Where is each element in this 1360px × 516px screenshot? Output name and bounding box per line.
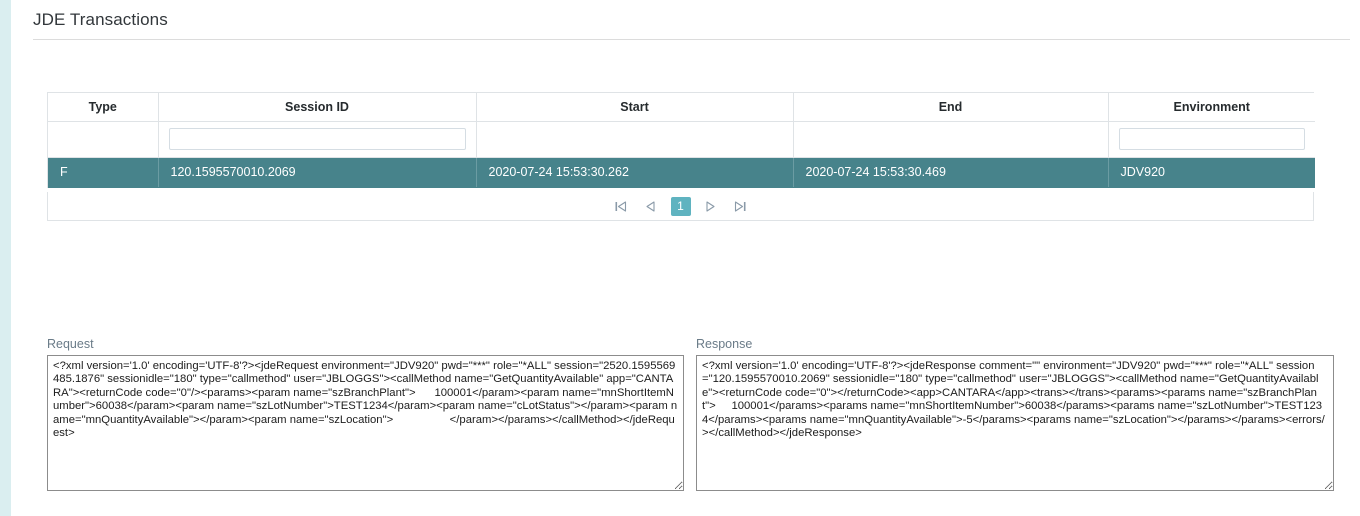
response-xml-textarea[interactable]: <?xml version='1.0' encoding='UTF-8'?><j… <box>696 355 1334 491</box>
jde-transactions-grid: Type Session ID Start End Environment <box>47 92 1315 188</box>
column-header-session-id[interactable]: Session ID <box>158 93 477 122</box>
grid-header-row: Type Session ID Start End Environment <box>48 93 1315 122</box>
previous-page-icon[interactable] <box>641 197 661 216</box>
column-header-type[interactable]: Type <box>48 93 159 122</box>
filter-cell-session-id <box>158 121 477 158</box>
response-label: Response <box>696 337 753 351</box>
grid-filter-row <box>48 121 1315 158</box>
filter-cell-start <box>476 121 794 158</box>
page-title: JDE Transactions <box>33 10 168 29</box>
cell-type[interactable]: F <box>48 157 159 188</box>
column-header-start[interactable]: Start <box>476 93 794 122</box>
last-page-icon[interactable] <box>731 197 751 216</box>
cell-environment[interactable]: JDV920 <box>1108 157 1315 188</box>
filter-cell-type <box>48 121 159 158</box>
request-xml-textarea[interactable]: <?xml version='1.0' encoding='UTF-8'?><j… <box>47 355 684 491</box>
grid-pager: 1 <box>47 192 1314 221</box>
page-container: JDE Transactions Type Session ID Start E… <box>11 0 1360 516</box>
column-header-end[interactable]: End <box>793 93 1109 122</box>
left-accent-strip <box>0 0 11 516</box>
cell-start[interactable]: 2020-07-24 15:53:30.262 <box>476 157 794 188</box>
table-row[interactable]: F 120.1595570010.2069 2020-07-24 15:53:3… <box>48 157 1315 188</box>
next-page-icon[interactable] <box>701 197 721 216</box>
filter-cell-environment <box>1108 121 1315 158</box>
cell-end[interactable]: 2020-07-24 15:53:30.469 <box>793 157 1109 188</box>
filter-input-session-id[interactable] <box>168 128 466 150</box>
filter-cell-end <box>793 121 1109 158</box>
first-page-icon[interactable] <box>611 197 631 216</box>
cell-session-id[interactable]: 120.1595570010.2069 <box>158 157 477 188</box>
page-number-1[interactable]: 1 <box>670 196 691 216</box>
request-label: Request <box>47 337 94 351</box>
column-header-environment[interactable]: Environment <box>1108 93 1315 122</box>
filter-input-environment[interactable] <box>1118 128 1305 150</box>
title-divider <box>33 39 1350 40</box>
